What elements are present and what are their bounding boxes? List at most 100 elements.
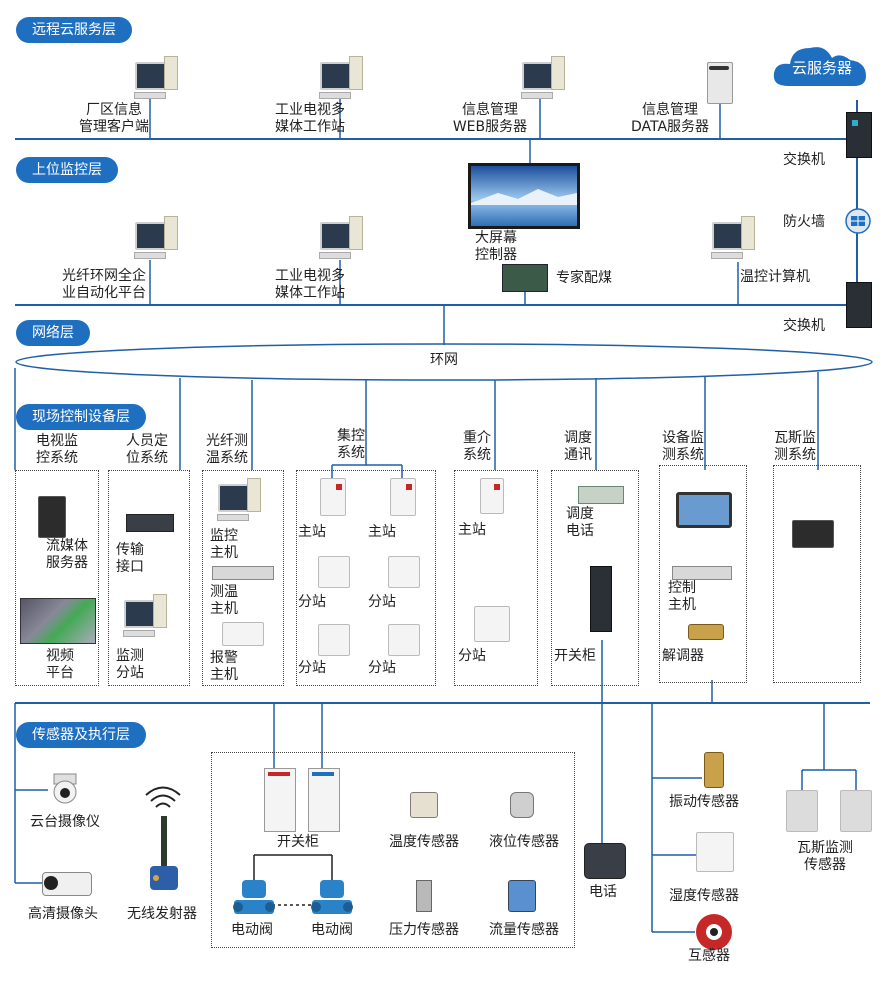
- layer-supervisory: 上位监控层: [16, 157, 118, 183]
- layer-network: 网络层: [16, 320, 90, 346]
- system-title-tv: 电视监 控系统: [36, 433, 78, 466]
- tv-system-box: [15, 470, 99, 686]
- wireless-label: 无线发射器: [127, 906, 197, 922]
- current-transformer-label: 互感器: [688, 948, 730, 964]
- ring-label: 环网: [414, 352, 474, 369]
- data-server-label: 信息管理 DATA服务器: [630, 102, 710, 135]
- master-station-icon: [390, 478, 416, 516]
- dense-master-label: 主站: [458, 522, 486, 538]
- control-host-label: 控制 主机: [668, 580, 696, 613]
- media-station-label-2: 工业电视多 媒体工作站: [275, 268, 345, 301]
- system-title-personnel: 人员定 位系统: [126, 433, 168, 466]
- substation-label-1: 分站: [298, 594, 326, 610]
- dispatch-phone-icon: [578, 486, 624, 504]
- system-title-dispatch: 调度 通讯: [564, 430, 592, 463]
- alarm-host-label: 报警 主机: [210, 650, 238, 683]
- switch-label-bottom: 交换机: [783, 318, 825, 334]
- temp-host-icon: [212, 566, 274, 580]
- hd-camera-label: 高清摄像头: [28, 906, 98, 922]
- temp-host-label: 测温 主机: [210, 584, 238, 617]
- system-title-equipment: 设备监 测系统: [662, 430, 704, 463]
- master-station-icon: [480, 478, 504, 514]
- master-station-label-1: 主站: [298, 524, 326, 540]
- transport-interface-icon: [126, 514, 174, 532]
- gas-monitor-box: [773, 465, 861, 683]
- temp-pc-label: 温控计算机: [740, 269, 810, 285]
- dense-substation-label: 分站: [458, 648, 486, 664]
- dispatch-box: [551, 470, 639, 686]
- substation-label-2: 分站: [368, 594, 396, 610]
- valve-label-1: 电动阀: [231, 922, 273, 938]
- big-screen-icon: [468, 163, 580, 229]
- ptz-camera-label: 云台摄像仪: [30, 814, 100, 830]
- dense-medium-box: [454, 470, 538, 686]
- substation-label-4: 分站: [368, 660, 396, 676]
- fiber-temp-system-box: [202, 470, 284, 686]
- substation-label-3: 分站: [298, 660, 326, 676]
- substation-icon: [388, 624, 420, 656]
- gas-sensor-icon: [786, 790, 818, 832]
- coal-label: 专家配煤: [556, 270, 612, 286]
- system-title-fiber: 光纤测 温系统: [206, 433, 248, 466]
- substation-icon: [318, 556, 350, 588]
- valve-label-2: 电动阀: [311, 922, 353, 938]
- firewall-icon: [845, 208, 871, 234]
- screen-label: 大屏幕 控制器: [475, 230, 517, 263]
- control-host-icon: [672, 566, 732, 580]
- streaming-server-icon: [38, 496, 66, 538]
- media-station-label: 工业电视多 媒体工作站: [275, 102, 345, 135]
- electric-valve-icon: [233, 880, 275, 914]
- demodulator-label: 解调器: [662, 648, 704, 664]
- video-platform-label: 视频 平台: [46, 648, 74, 681]
- master-station-label-2: 主站: [368, 524, 396, 540]
- humidity-sensor-label: 湿度传感器: [669, 888, 739, 904]
- system-title-central: 集控 系统: [337, 428, 365, 461]
- gas-sensor-label: 瓦斯监测 传感器: [797, 840, 853, 873]
- level-sensor-label: 液位传感器: [489, 834, 559, 850]
- web-server-label: 信息管理 WEB服务器: [452, 102, 528, 135]
- coal-controller-icon: [502, 264, 548, 292]
- firewall-label: 防火墙: [783, 214, 825, 230]
- gas-host-icon: [792, 520, 834, 548]
- client-label: 厂区信息 管理客户端: [79, 102, 149, 135]
- dispatch-cabinet-label: 开关柜: [554, 648, 596, 664]
- flow-sensor-icon: [508, 880, 536, 912]
- level-sensor-icon: [510, 792, 534, 818]
- vibration-sensor-label: 振动传感器: [669, 794, 739, 810]
- humidity-sensor-icon: [696, 832, 734, 872]
- gas-sensor-icon: [840, 790, 872, 832]
- pressure-sensor-label: 压力传感器: [389, 922, 459, 938]
- dispatch-phone-label: 调度 电话: [566, 506, 594, 539]
- layer-sensor: 传感器及执行层: [16, 722, 146, 748]
- alarm-host-icon: [222, 622, 264, 646]
- actuator-box: [211, 752, 575, 948]
- personnel-system-box: [108, 470, 190, 686]
- master-station-icon: [320, 478, 346, 516]
- temperature-sensor-label: 温度传感器: [389, 834, 459, 850]
- switch-cabinet-icon: [308, 768, 340, 832]
- monitor-host-label: 监控 主机: [210, 528, 238, 561]
- wireless-transmitter-icon: [150, 816, 178, 890]
- switch-icon: [846, 282, 872, 328]
- equipment-monitor-box: [659, 465, 747, 683]
- switch-cabinet-icon: [590, 566, 612, 632]
- substation-icon: [474, 606, 510, 642]
- demodulator-icon: [688, 624, 724, 640]
- vibration-sensor-icon: [704, 752, 724, 788]
- layer-field: 现场控制设备层: [16, 404, 146, 430]
- electric-valve-icon: [311, 880, 353, 914]
- system-title-gas: 瓦斯监 测系统: [774, 430, 816, 463]
- pressure-sensor-icon: [416, 880, 432, 912]
- cloud-icon: [773, 47, 866, 86]
- switch-cabinet-icon: [264, 768, 296, 832]
- current-transformer-icon: [696, 914, 732, 950]
- switch-label-top: 交换机: [783, 152, 825, 168]
- tablet-icon: [676, 492, 732, 528]
- video-wall-icon: [20, 598, 96, 644]
- telephone-icon: [584, 843, 626, 879]
- transport-interface-label: 传输 接口: [116, 542, 144, 575]
- switch-cabinet-label: 开关柜: [277, 834, 319, 850]
- platform-label: 光纤环网全企 业自动化平台: [62, 268, 146, 301]
